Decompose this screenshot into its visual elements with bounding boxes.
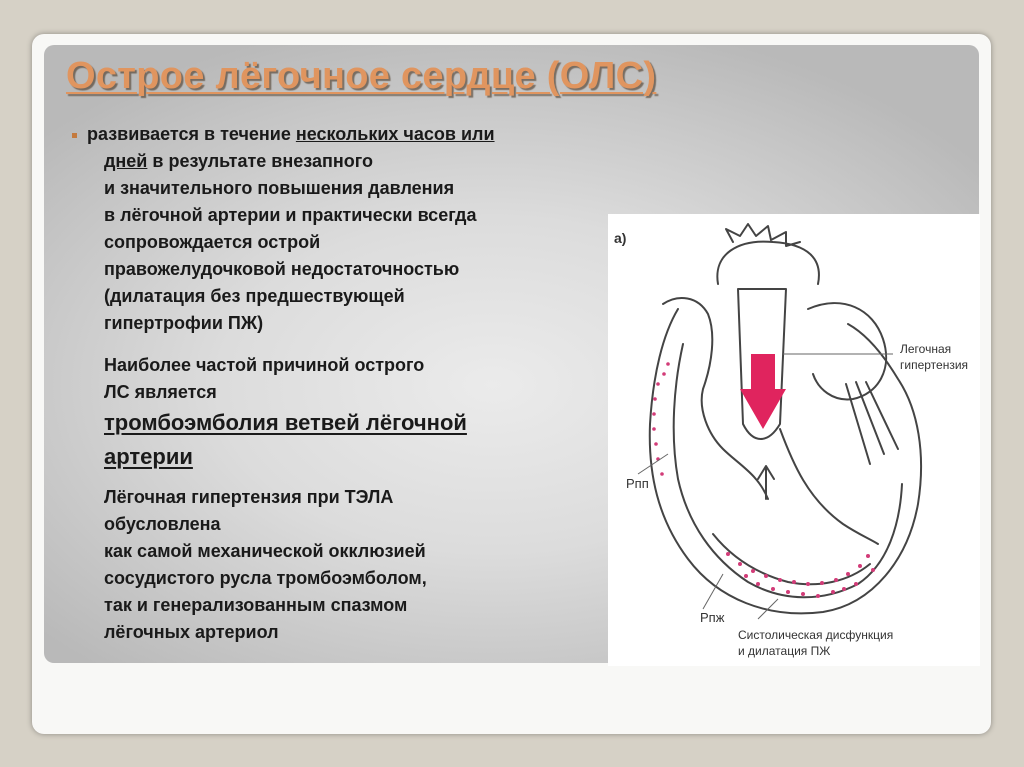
left-atrium	[807, 302, 888, 401]
leader-line-rpzh	[702, 573, 724, 610]
dilated-rv-dots	[726, 552, 875, 598]
text-line: (дилатация без предшествующей	[104, 286, 405, 306]
leader-line-dysfunction	[757, 598, 779, 620]
flow-arrow-up	[757, 465, 775, 500]
text-line: сосудистого русла тромбоэмболом,	[104, 568, 427, 588]
label-hypertension: Легочная	[900, 342, 952, 356]
emphasis-line: артерии	[104, 444, 193, 469]
underlined-segment: дней	[104, 151, 148, 171]
text-line: сопровождается острой	[104, 232, 321, 252]
underlined-segment: нескольких часов или	[295, 124, 495, 144]
paragraph-cause: Наиболее частой причиной острого ЛС явля…	[104, 352, 424, 406]
text-line: обусловлена	[104, 514, 221, 534]
label-dysfunction: Систолическая дисфункция	[738, 628, 894, 642]
emphasis-thromboembolism: тромбоэмболия ветвей лёгочной артерии	[104, 406, 467, 474]
text-segment: развивается в течение	[87, 124, 296, 144]
text-line: Наиболее частой причиной острого	[104, 355, 425, 375]
paragraph-mechanism: Лёгочная гипертензия при ТЭЛА обусловлен…	[104, 484, 427, 646]
heart-outline	[648, 308, 923, 615]
label-rpp: Рпп	[626, 476, 649, 491]
right-atrium-dots	[652, 362, 670, 476]
myocardium-inner-line	[672, 343, 903, 599]
aorta	[716, 223, 820, 285]
right-ventricle-wall	[712, 533, 871, 586]
heart-diagram-svg	[637, 223, 923, 620]
text-line: так и генерализованным спазмом	[104, 595, 408, 615]
text-line: и значительного повышения давления	[104, 178, 455, 198]
text-line: в лёгочной артерии и практически всегда	[104, 205, 477, 225]
slide-title: Острое лёгочное сердце (ОЛС)	[66, 55, 657, 97]
emphasis-line: тромбоэмболия ветвей лёгочной	[104, 410, 467, 435]
text-line: гипертрофии ПЖ)	[104, 313, 264, 333]
label-dysfunction: и дилатация ПЖ	[738, 644, 831, 658]
thrombus-arrow	[740, 354, 786, 429]
leader-line-rpp	[637, 453, 669, 475]
panel-label: а)	[614, 230, 627, 246]
septum	[779, 428, 879, 545]
text-line: дней в результате внезапного	[72, 148, 495, 175]
text-line: развивается в течение нескольких часов и…	[72, 121, 495, 148]
text-line: правожелудочковой недостаточностью	[104, 259, 460, 279]
valve-leaflets	[845, 381, 899, 465]
pulmonary-artery	[737, 288, 787, 440]
text-line: как самой механической окклюзией	[104, 541, 426, 561]
text-segment: в результате внезапного	[147, 151, 373, 171]
text-line: Лёгочная гипертензия при ТЭЛА	[104, 487, 394, 507]
paragraph-onset: развивается в течение нескольких часов и…	[72, 121, 495, 337]
label-hypertension: гипертензия	[900, 358, 969, 372]
text-line: лёгочных артериол	[104, 622, 279, 642]
bullet-marker	[72, 132, 77, 138]
label-rpzh: Рпж	[700, 610, 725, 625]
text-line: ЛС является	[104, 382, 217, 402]
heart-figure: а) Легочная гипертензия Рпп Рпж Систолич…	[608, 214, 980, 666]
right-atrium	[662, 297, 769, 500]
